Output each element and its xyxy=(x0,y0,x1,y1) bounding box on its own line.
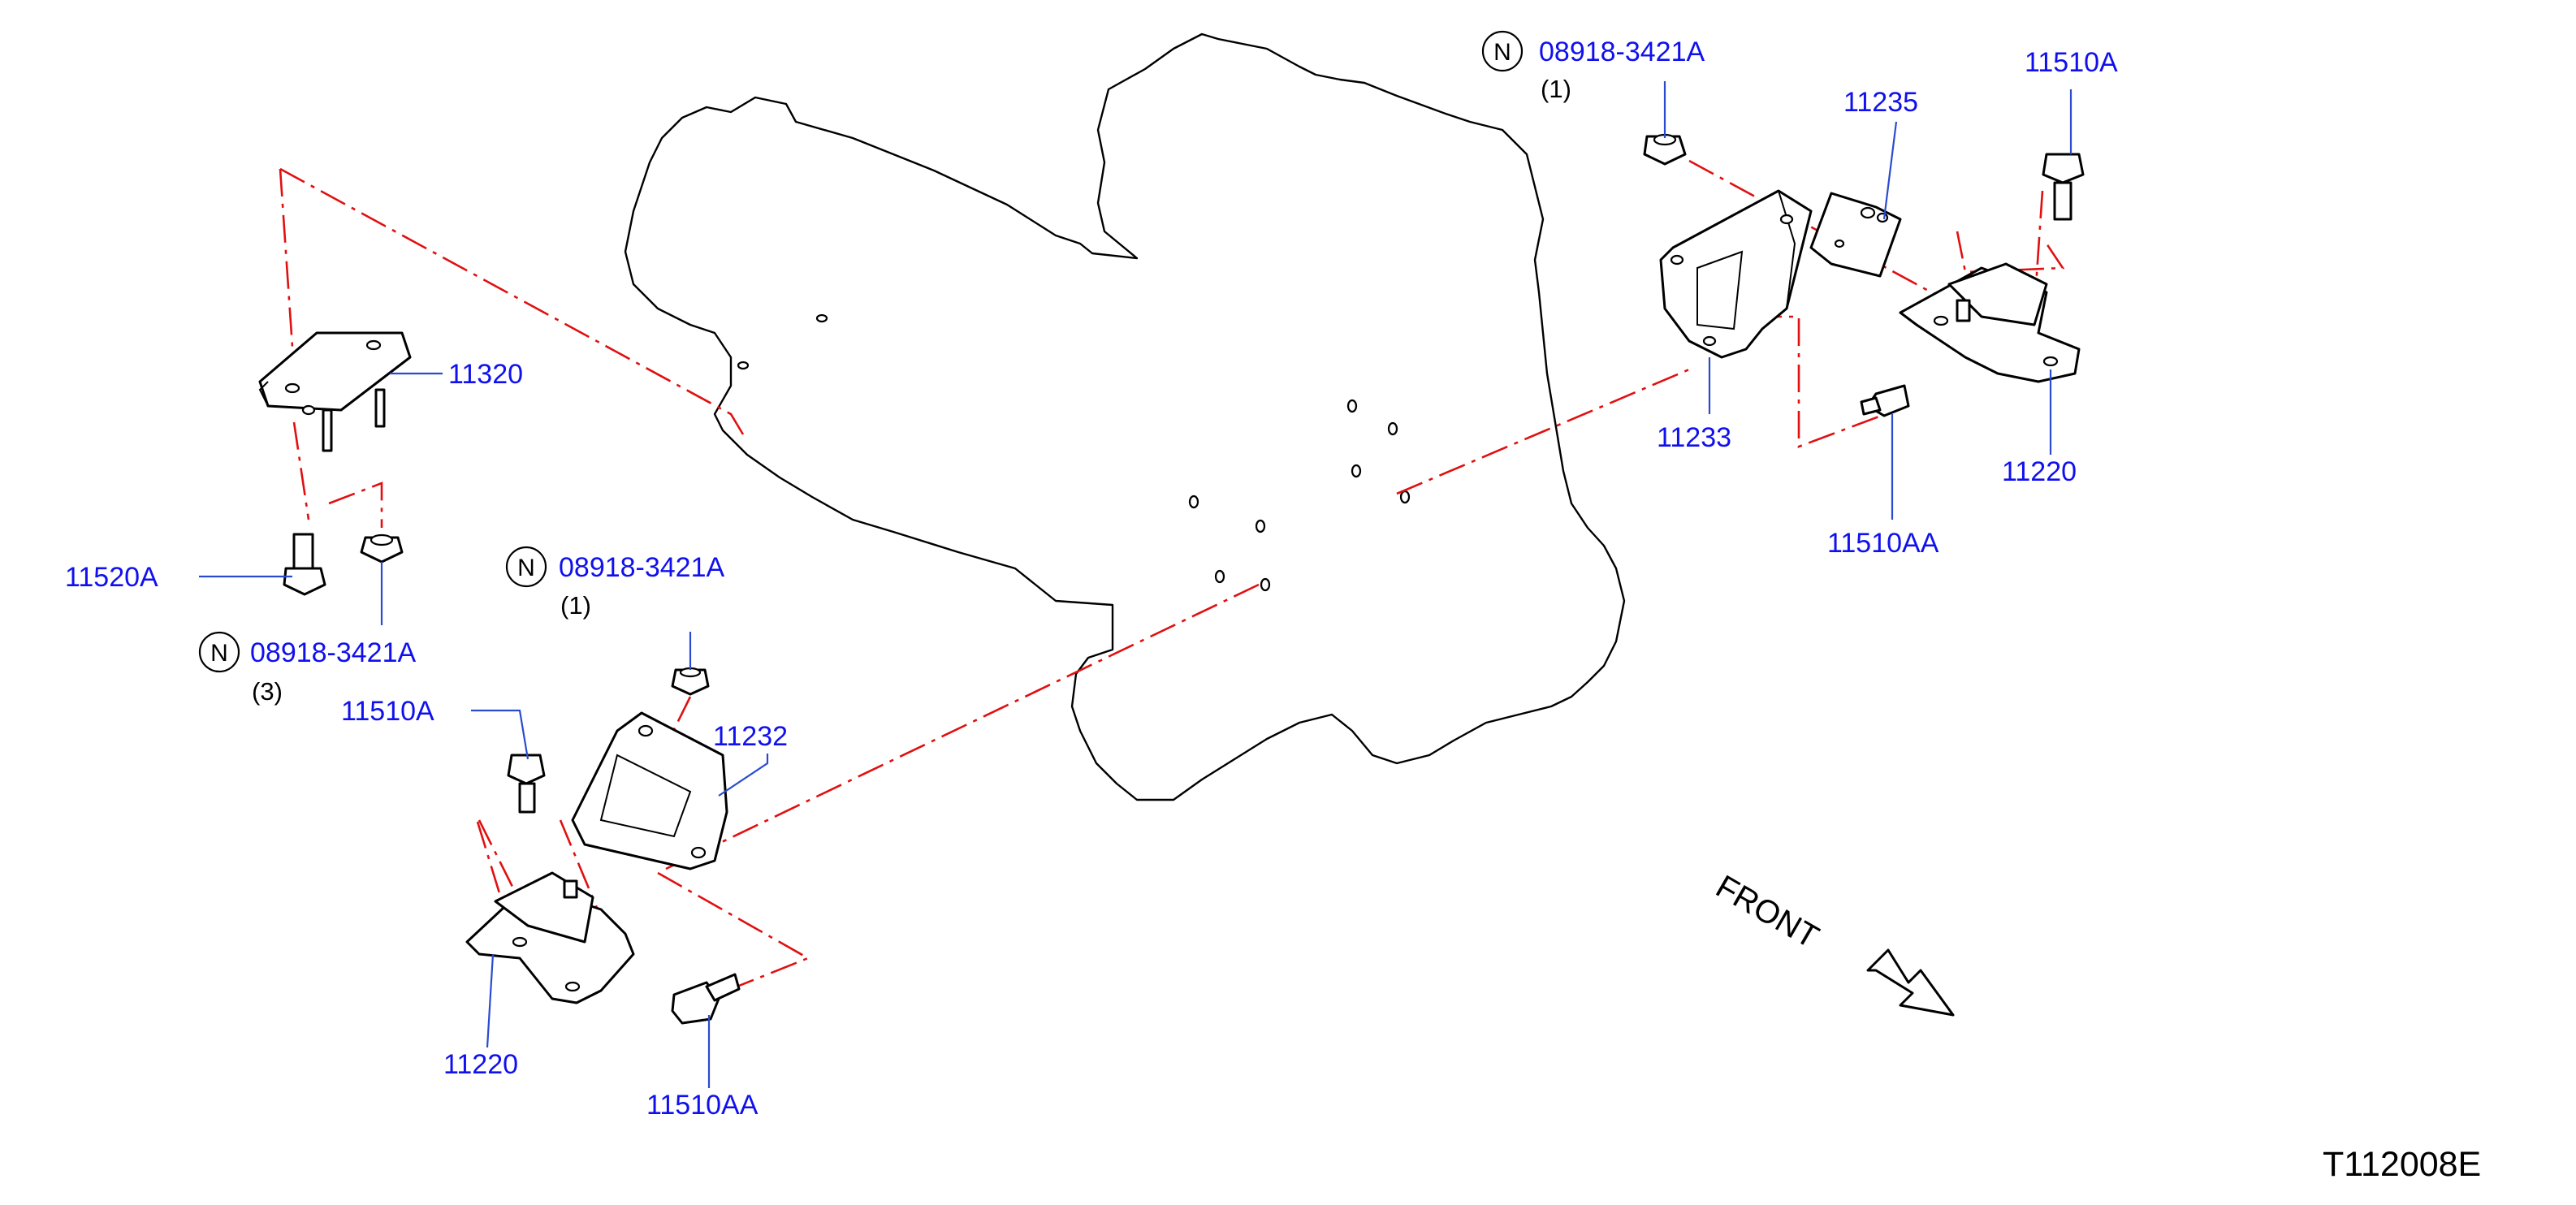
phantom-lines xyxy=(279,159,2065,1000)
label-11510A-right: 11510A xyxy=(2025,47,2118,78)
bolt-11510AA-left xyxy=(671,973,741,1025)
label-11235: 11235 xyxy=(1843,87,1918,118)
n-letter-right: N xyxy=(1493,39,1511,66)
n-letter-mid: N xyxy=(517,555,535,581)
engine-hole xyxy=(737,361,750,370)
front-arrow-icon xyxy=(1866,948,1955,1017)
label-11520A: 11520A xyxy=(65,562,158,593)
bolt-11520A xyxy=(283,533,326,596)
n-symbol-right xyxy=(1481,30,1524,72)
bolt-11510AA-right xyxy=(1860,384,1910,417)
bracket-11233 xyxy=(1659,189,1813,359)
engine-hole xyxy=(1214,569,1225,584)
label-11232: 11232 xyxy=(713,721,788,752)
engine-hole xyxy=(815,313,828,323)
label-nut-mid: 08918-3421A xyxy=(559,552,725,583)
n-symbol-left xyxy=(198,631,240,673)
diagram-code: T112008E xyxy=(2323,1145,2481,1184)
bracket-11232 xyxy=(571,711,728,870)
nut-right xyxy=(1643,133,1687,166)
plate-11235 xyxy=(1809,192,1902,278)
mount-11220-right xyxy=(1899,262,2081,383)
nut-left xyxy=(360,533,404,564)
label-nut-left: 08918-3421A xyxy=(250,637,417,668)
engine-hole xyxy=(1346,399,1358,413)
n-symbol-mid xyxy=(505,546,547,588)
label-11220-right: 11220 xyxy=(2002,456,2077,487)
label-nut-right: 08918-3421A xyxy=(1539,37,1705,67)
label-11233: 11233 xyxy=(1657,422,1731,453)
label-11320: 11320 xyxy=(448,359,523,390)
front-label: FRONT xyxy=(1710,869,1825,956)
label-11220-left: 11220 xyxy=(443,1049,518,1080)
bracket-11320 xyxy=(258,331,412,452)
label-11510AA-left: 11510AA xyxy=(646,1090,759,1121)
bolt-11510A-right xyxy=(2042,153,2085,221)
qty-nut-right: (1) xyxy=(1541,75,1571,103)
engine-hole xyxy=(1188,495,1199,509)
engine-hole xyxy=(1351,464,1362,478)
qty-nut-mid: (1) xyxy=(560,591,591,620)
engine-hole xyxy=(1387,421,1398,436)
engine-hole xyxy=(1260,577,1271,592)
mount-11220-left xyxy=(465,871,635,1004)
bolt-11510A-left xyxy=(507,754,546,814)
qty-nut-left: (3) xyxy=(252,677,283,706)
label-11510A-left: 11510A xyxy=(341,696,434,727)
label-11510AA-right: 11510AA xyxy=(1827,528,1939,559)
engine-hole xyxy=(1255,519,1266,533)
engine-block-outline xyxy=(624,32,1626,801)
n-letter-left: N xyxy=(210,640,228,667)
engine-hole xyxy=(1399,490,1411,504)
nut-mid xyxy=(671,667,710,696)
leader-lines xyxy=(199,81,2072,1088)
